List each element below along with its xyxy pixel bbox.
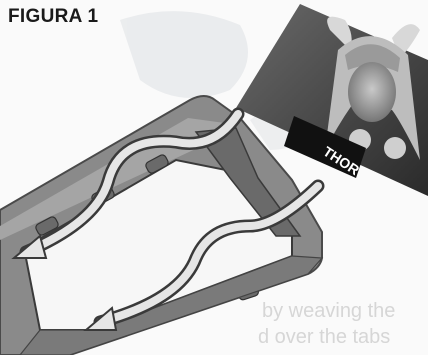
face-icon (348, 62, 396, 122)
figure-label: FIGURA 1 (8, 6, 98, 28)
armor-disc-icon (384, 137, 406, 159)
